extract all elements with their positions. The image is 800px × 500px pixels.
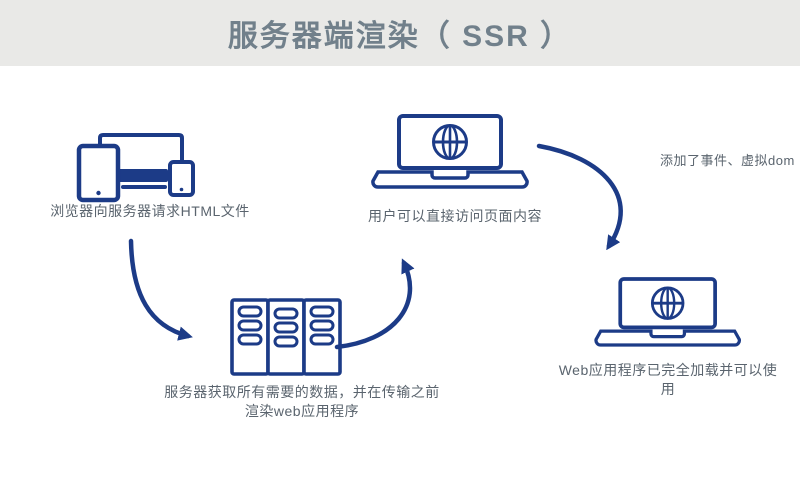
arrow-server-to-laptop bbox=[334, 258, 415, 350]
annotation-hydration: 添加了事件、虚拟dom bbox=[660, 153, 795, 168]
arrow-laptop-to-laptop bbox=[536, 143, 623, 251]
caption-app-ready: Web应用程序已完全加载并可以使用 bbox=[558, 362, 778, 397]
caption-user-view: 用户可以直接访问页面内容 bbox=[368, 208, 542, 224]
title-bar: 服务器端渲染（ SSR ） bbox=[0, 0, 800, 66]
laptop-globe-icon bbox=[594, 277, 742, 347]
arrow-browser-to-server bbox=[128, 238, 193, 341]
server-icon bbox=[230, 298, 342, 376]
laptop-globe-icon bbox=[370, 114, 530, 190]
caption-server-render-line2: 渲染web应用程序 bbox=[244, 403, 360, 419]
caption-browser-request: 浏览器向服务器请求HTML文件 bbox=[50, 203, 250, 219]
caption-server-render-line1: 服务器获取所有需要的数据，并在传输之前 bbox=[164, 384, 440, 400]
page-title: 服务器端渲染（ SSR ） bbox=[227, 20, 573, 53]
caption-server-render: 服务器获取所有需要的数据，并在传输之前 渲染web应用程序 bbox=[148, 383, 456, 421]
browser-devices-icon bbox=[76, 133, 195, 203]
